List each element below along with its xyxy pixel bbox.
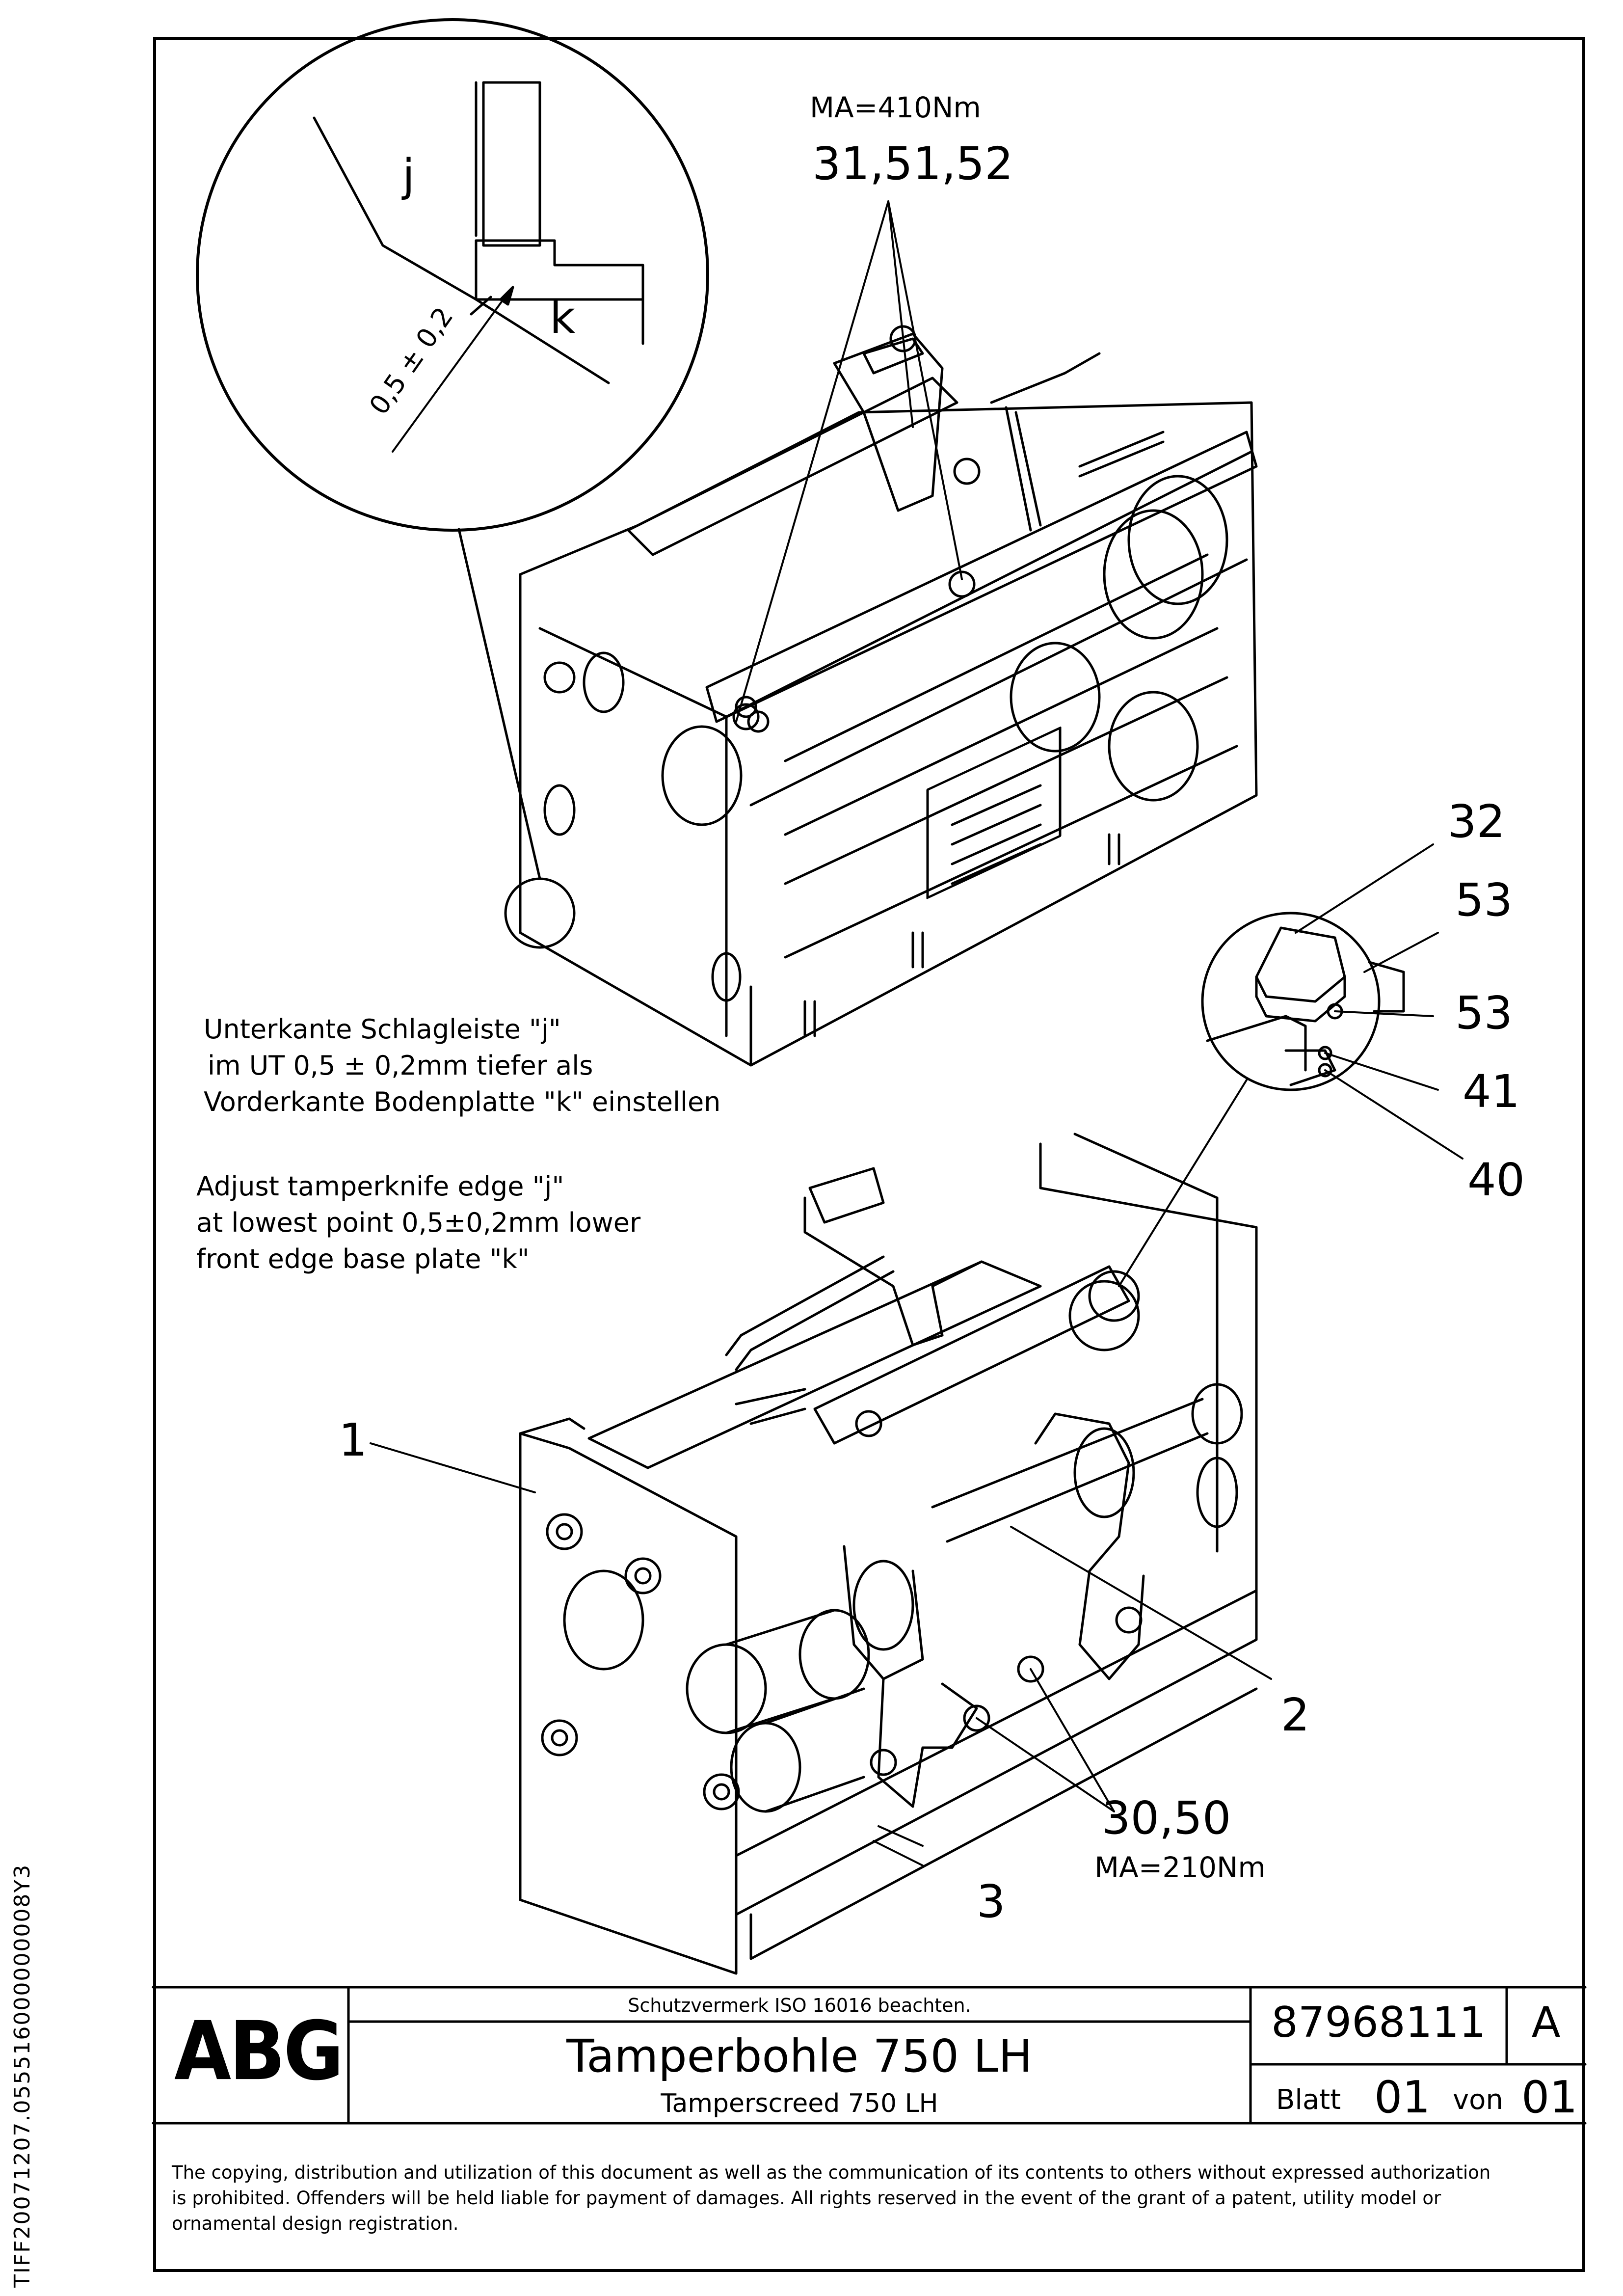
callout-40: 40 [1467, 1154, 1525, 1206]
note-german: Unterkante Schlagleiste "j" im UT 0,5 ± … [204, 1011, 720, 1120]
abg-logo: ABG [174, 2004, 344, 2099]
revision: A [1531, 1998, 1561, 2047]
sheet-number: 01 [1374, 2072, 1431, 2123]
callout-1: 1 [339, 1414, 368, 1466]
of-label: von [1453, 2084, 1503, 2116]
torque-top-items: 31,51,52 [812, 137, 1013, 190]
detail-circle-bolt [1088, 843, 1463, 1322]
note-en-line-3: front edge base plate "k" [196, 1243, 530, 1274]
detail-circle-view [196, 18, 709, 880]
side-file-code: TIFF20071207.055516000000008Y3 [10, 1864, 35, 2288]
callout-41: 41 [1463, 1065, 1520, 1118]
note-de-line-1: Unterkante Schlagleiste "j" [204, 1014, 561, 1045]
callout-3: 3 [977, 1875, 1006, 1928]
drawing-title: Tamperbohle 750 LH [566, 2030, 1033, 2082]
copyright-line-3: ornamental design registration. [172, 2213, 459, 2234]
copyright-line-2: is prohibited. Offenders will be held li… [172, 2188, 1441, 2209]
torque-bottom-ma: MA=210Nm [1094, 1851, 1266, 1884]
callout-53-b: 53 [1455, 987, 1513, 1039]
torque-bottom-items: 30,50 [1102, 1792, 1231, 1844]
note-de-line-3: Vorderkante Bodenplatte "k" einstellen [204, 1086, 721, 1117]
note-de-line-2: im UT 0,5 ± 0,2mm tiefer als [208, 1050, 593, 1081]
sheet-count: 01 [1521, 2072, 1578, 2123]
sheet-label: Blatt [1276, 2084, 1341, 2116]
title-block-lines [152, 1986, 1587, 2125]
callout-2: 2 [1281, 1689, 1310, 1741]
part-number: 87968111 [1271, 1998, 1486, 2047]
note-en-line-1: Adjust tamperknife edge "j" [196, 1171, 564, 1202]
detail-label-k: k [550, 292, 576, 344]
lower-assembly-drawing [370, 1133, 1272, 1975]
drawing-frame [153, 37, 1585, 2272]
drawing-subtitle: Tamperscreed 750 LH [661, 2089, 938, 2118]
note-en-line-2: at lowest point 0,5±0,2mm lower [196, 1207, 641, 1238]
detail-label-j: j [402, 150, 415, 201]
copyright-notice: The copying, distribution and utilizatio… [172, 2160, 1490, 2237]
note-english: Adjust tamperknife edge "j" at lowest po… [196, 1168, 640, 1277]
protection-note: Schutzvermerk ISO 16016 beachten. [628, 1995, 971, 2016]
upper-assembly-drawing [504, 200, 1258, 1067]
callout-32: 32 [1448, 795, 1506, 848]
copyright-line-1: The copying, distribution and utilizatio… [172, 2162, 1491, 2183]
torque-top-ma: MA=410Nm [810, 91, 981, 124]
callout-53-a: 53 [1455, 874, 1513, 926]
